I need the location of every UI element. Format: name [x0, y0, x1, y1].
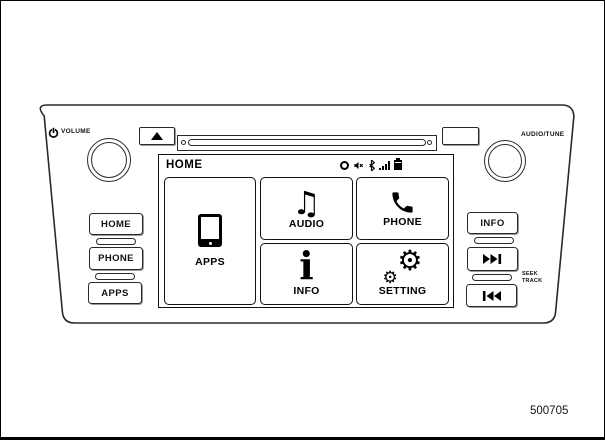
screw-icon	[427, 140, 432, 145]
button-divider	[472, 274, 512, 281]
volume-knob-inner	[91, 142, 127, 178]
phone-handset-icon	[392, 192, 413, 213]
tile-info-label: INFO	[293, 285, 320, 297]
apps-button[interactable]: APPS	[88, 282, 142, 304]
volume-knob[interactable]	[87, 138, 131, 182]
button-divider	[95, 273, 135, 280]
blank-button[interactable]	[442, 127, 479, 145]
seek-forward-button[interactable]	[467, 247, 518, 271]
cd-slot	[188, 139, 426, 146]
tile-info[interactable]: i INFO	[260, 243, 353, 305]
screen-title: HOME	[166, 159, 203, 171]
bluetooth-icon	[369, 160, 375, 171]
audio-tune-knob-label: AUDIO/TUNE	[521, 131, 565, 138]
eject-icon	[151, 132, 163, 140]
tile-audio[interactable]: ♫ AUDIO	[260, 177, 353, 240]
eject-button[interactable]	[139, 127, 175, 145]
seek-back-button[interactable]	[466, 284, 517, 307]
screw-icon	[181, 140, 186, 145]
button-divider	[96, 238, 136, 245]
info-button-label: INFO	[480, 217, 505, 229]
audio-tune-knob-inner	[488, 144, 522, 178]
touchscreen: HOME APPS ♫ AUDIO	[158, 154, 454, 308]
mute-icon	[354, 161, 364, 170]
tile-phone-label: PHONE	[383, 216, 422, 228]
tile-audio-label: AUDIO	[288, 217, 325, 230]
seek-track-label: SEEK TRACK	[522, 271, 543, 284]
seek-forward-icon	[483, 254, 502, 264]
volume-knob-label: VOLUME	[61, 128, 91, 135]
power-icon	[48, 127, 59, 138]
apps-button-label: APPS	[101, 287, 129, 299]
tile-setting[interactable]: ⚙ ⚙ SETTING	[356, 243, 449, 305]
phone-button-label: PHONE	[98, 253, 134, 264]
home-button-label: HOME	[100, 218, 132, 230]
cd-slot-housing	[177, 135, 437, 151]
info-icon: i	[299, 243, 314, 288]
home-button[interactable]: HOME	[89, 213, 143, 235]
battery-icon	[394, 158, 402, 170]
tile-setting-label: SETTING	[378, 285, 427, 297]
seek-back-icon	[482, 290, 501, 301]
audio-tune-knob[interactable]	[484, 140, 526, 182]
figure-number: 500705	[530, 405, 569, 417]
clock-icon	[340, 161, 349, 170]
tile-apps-label: APPS	[195, 256, 225, 268]
music-note-icon: ♫	[292, 183, 321, 222]
phone-button[interactable]: PHONE	[89, 247, 143, 270]
signal-strength-icon	[379, 161, 390, 170]
button-divider	[474, 237, 514, 244]
status-bar	[340, 158, 402, 171]
gears-icon: ⚙ ⚙	[382, 244, 423, 288]
tile-phone[interactable]: PHONE	[356, 177, 449, 240]
info-button[interactable]: INFO	[467, 212, 518, 234]
tile-apps[interactable]: APPS	[164, 177, 256, 305]
smartphone-icon	[198, 214, 222, 247]
